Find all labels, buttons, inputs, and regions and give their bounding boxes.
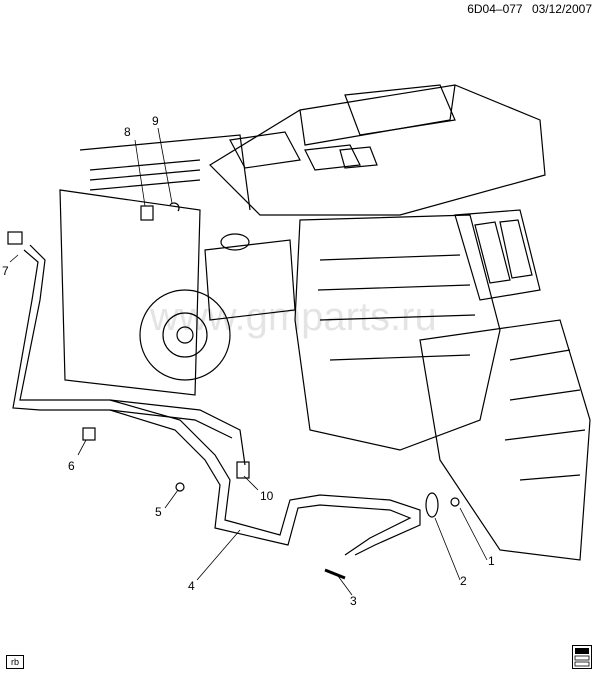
- cooler-line-outer: [19, 244, 421, 556]
- callout-9: 9: [152, 114, 159, 128]
- leader-5: [164, 489, 179, 509]
- fan-center: [176, 326, 194, 344]
- retainer-9: [169, 202, 180, 212]
- callout-7: 7: [2, 264, 9, 278]
- callout-5: 5: [155, 505, 162, 519]
- manufacturer-logo-icon: [572, 645, 592, 669]
- bolt-5: [175, 482, 185, 492]
- callout-2: 2: [460, 574, 467, 588]
- reservoir-cap: [220, 233, 250, 251]
- leader-7: [9, 254, 19, 263]
- transmission: [419, 319, 591, 561]
- cover-vent-2: [304, 144, 361, 171]
- cover-vent-1: [229, 131, 301, 169]
- cooler-line-branch: [109, 399, 246, 466]
- cover-vent-3: [339, 146, 378, 169]
- engine-cover-grille: [344, 84, 456, 136]
- cooler-line-inner: [12, 249, 412, 556]
- leader-8: [134, 139, 146, 207]
- engine-details: [317, 254, 476, 361]
- support-bracket-lines: [89, 159, 201, 191]
- clip-6: [82, 427, 96, 441]
- leader-10: [243, 475, 259, 491]
- fan-shroud: [139, 289, 231, 381]
- bracket-10: [236, 461, 250, 479]
- leader-3: [337, 575, 353, 596]
- callout-4: 4: [188, 579, 195, 593]
- callout-6: 6: [68, 459, 75, 473]
- leader-2: [434, 517, 461, 581]
- engine-cover-top: [299, 84, 456, 146]
- watermark: www.gmparts.ru: [149, 295, 437, 339]
- gm-logo-icon: [574, 648, 590, 667]
- radiator-support: [79, 134, 251, 211]
- leader-1: [459, 507, 488, 561]
- callout-1: 1: [488, 554, 495, 568]
- diagram-code: 6D04–077: [467, 2, 523, 16]
- insulator-8: [140, 205, 154, 221]
- intake-runners: [474, 219, 533, 284]
- callout-3: 3: [350, 594, 357, 608]
- transmission-details: [504, 349, 586, 481]
- leader-6: [77, 439, 87, 456]
- intake-manifold: [454, 209, 541, 301]
- diagram-header: 6D04–077 03/12/2007: [461, 2, 592, 16]
- bolt-3: [324, 568, 346, 580]
- engine-cover: [209, 84, 546, 216]
- fan-hub: [162, 312, 208, 358]
- callout-8: 8: [124, 125, 131, 139]
- seal-2: [425, 492, 439, 518]
- fitting-7: [7, 231, 23, 245]
- leader-4: [196, 529, 241, 581]
- radiator-frame: [59, 189, 201, 396]
- diagram-date: 03/12/2007: [531, 2, 592, 16]
- fitting-1: [450, 497, 460, 507]
- callout-10: 10: [260, 489, 274, 503]
- leader-9: [157, 127, 173, 204]
- revision-badge: rb: [6, 655, 25, 669]
- engine-block: [294, 214, 501, 451]
